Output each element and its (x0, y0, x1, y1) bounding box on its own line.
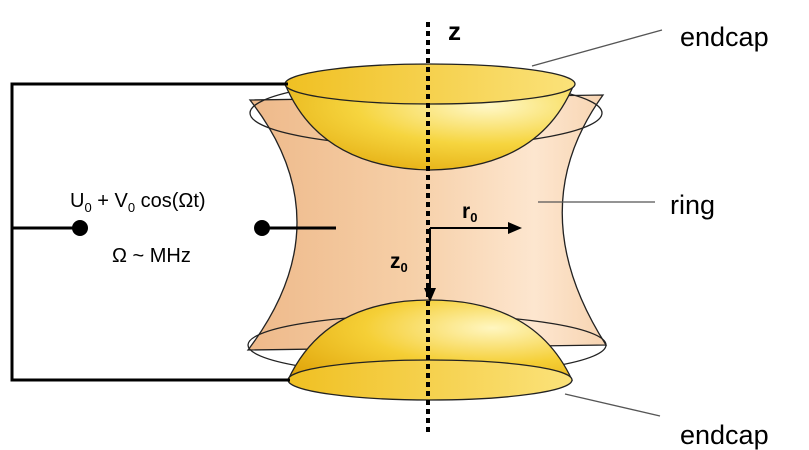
voltage-formula: U0 + V0 cos(Ωt) (70, 190, 206, 215)
top-endcap-body (284, 83, 575, 171)
z0-symbol: z (390, 250, 401, 273)
u-symbol: U (70, 190, 84, 212)
r0-label: r0 (462, 200, 477, 225)
endcap-bottom-label: endcap (680, 420, 769, 450)
endcap-top-label: endcap (680, 22, 769, 52)
u-subscript: 0 (84, 200, 91, 215)
endcap-top-leader (531, 29, 663, 67)
r0-symbol: r (462, 200, 470, 223)
ring-label: ring (670, 190, 715, 220)
endcap-bottom-leader (564, 393, 661, 417)
z0-label: z0 (390, 250, 408, 275)
frequency-label: Ω ~ MHz (112, 245, 191, 267)
z0-arrow (424, 228, 436, 302)
r0-arrow (430, 222, 522, 234)
v-symbol: V (114, 190, 128, 212)
cos-term: cos(Ωt) (135, 190, 206, 212)
top-wire (10, 82, 288, 230)
z0-subscript: 0 (401, 260, 408, 275)
circuit-wires (10, 82, 336, 382)
plus-sign: + (92, 190, 115, 212)
right-terminal-dot (254, 220, 270, 236)
top-endcap (284, 63, 576, 171)
label-leaders (531, 29, 663, 417)
left-terminal-dot (72, 220, 88, 236)
bottom-wire (10, 228, 290, 382)
r0-subscript: 0 (470, 210, 477, 225)
v-subscript: 0 (128, 200, 135, 215)
z-axis-label: z (448, 16, 461, 46)
